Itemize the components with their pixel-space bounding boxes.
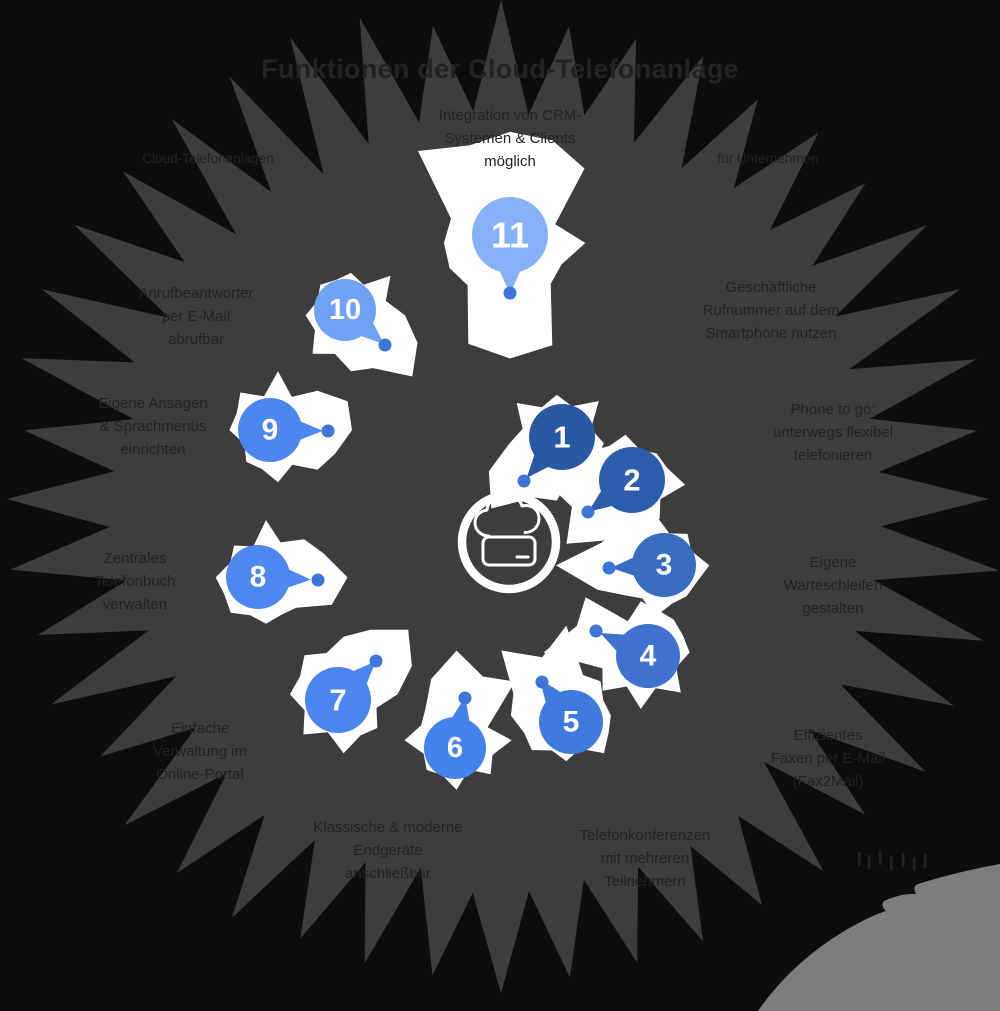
pin-label-line: unterwegs flexibel — [772, 423, 894, 441]
swirl-shape — [758, 864, 1000, 1011]
pin-dot — [458, 691, 472, 705]
pin-circle — [599, 447, 665, 513]
pin-dot — [378, 338, 392, 352]
pin-number: 6 — [447, 732, 463, 764]
pin-label-line: Geschäftliche — [725, 278, 817, 296]
pin-label-10: Anrufbeantworter per E-Mail abrufbar — [104, 282, 288, 351]
watermark-marks — [879, 851, 882, 865]
pin-label-line: (Fax2Mail) — [792, 772, 864, 790]
pin-label-line: Klassische & moderne — [313, 818, 463, 836]
pin-label-line: einrichten — [120, 440, 186, 458]
pin-label-line: Telefonkonferenzen — [579, 826, 711, 844]
pin-label-line: anschließbar — [345, 864, 431, 882]
pin-dot — [369, 654, 383, 668]
pin-circle — [238, 398, 302, 462]
pin-label-line: Eigene Ansagen — [98, 394, 208, 412]
pin-label-line: Integration von CRM- — [438, 106, 582, 124]
pin-dot — [321, 424, 335, 438]
pin-number: 2 — [623, 463, 640, 498]
pin-number: 4 — [640, 640, 657, 673]
pin-label-line: Teilnehmern — [604, 872, 686, 890]
center-hub — [457, 490, 561, 594]
watermark-marks — [913, 857, 916, 871]
pin-label-line: gestalten — [802, 599, 864, 617]
pin-label-line: telefonieren — [793, 446, 873, 464]
pin-number: 8 — [250, 561, 267, 594]
pin-number: 1 — [553, 420, 570, 455]
pin-circle — [529, 404, 595, 470]
pin-label-line: Zentrales — [103, 549, 167, 567]
pin-label-line: verwalten — [102, 595, 168, 613]
pin-label-line: Telefonbuch — [94, 572, 176, 590]
pin-circle — [539, 690, 603, 754]
pin-label-2: Phone to go: unterwegs flexibel telefonier… — [748, 398, 918, 467]
pin-circle — [632, 533, 696, 597]
pin-label-line: per E-Mail — [161, 307, 231, 325]
pin-number: 7 — [329, 683, 346, 718]
pin-circle — [226, 545, 290, 609]
pin-circle — [472, 197, 548, 273]
pin-dot — [517, 474, 531, 488]
pin-label-line: Smartphone nutzen — [705, 324, 837, 342]
watermark-marks — [890, 856, 893, 870]
pin-circle — [424, 717, 486, 779]
pin-label-line: Warteschleifen — [783, 576, 883, 594]
pin-label-line: Anrufbeantworter — [138, 284, 254, 302]
pin-dot — [589, 624, 603, 638]
pin-number: 10 — [329, 294, 361, 326]
pin-label-line: Endgeräte — [353, 841, 423, 859]
pin-circle — [314, 279, 376, 341]
pin-label-line: Phone to go: — [790, 400, 876, 418]
watermark-marks — [868, 855, 871, 869]
pin-dot — [311, 573, 325, 587]
watermark-marks — [924, 854, 927, 868]
pin-label-line: Verwaltung im — [152, 742, 248, 760]
pin-number: 11 — [491, 215, 529, 256]
pin-label-line: möglich — [484, 152, 536, 170]
pin-label-line: Einfache — [170, 719, 230, 737]
pin-label-9: Eigene Ansagen & Sprachmenüs einrichten — [75, 392, 231, 461]
pin-label-11: Integration von CRM- Systemen & Clients mö… — [375, 104, 645, 173]
pin-label-line: Systemen & Clients — [444, 129, 576, 147]
pin-dot — [602, 561, 616, 575]
cloud-server-icon — [473, 492, 541, 567]
pin-circle — [305, 667, 371, 733]
pin-dot — [503, 286, 517, 300]
pin-dot — [535, 675, 549, 689]
pin-number: 5 — [563, 706, 580, 739]
number-pins: 1 2 3 4 5 6 7 8 9 10 11 — [226, 197, 696, 779]
watermark-marks — [902, 853, 905, 867]
watermark-marks — [858, 852, 861, 866]
pin-label-line: Faxen per E-Mail — [770, 749, 886, 767]
pin-label-line: Effizientes — [793, 726, 863, 744]
pin-label-line: Eigene — [809, 553, 857, 571]
left-note: Cloud-Telefonanlagen — [142, 151, 274, 166]
right-note: für Unternehmen — [717, 151, 819, 166]
pin-label-line: Online-Portal — [156, 765, 244, 783]
pin-number: 3 — [656, 549, 673, 582]
pin-label-line: mit mehreren — [600, 849, 690, 867]
pin-dot — [581, 505, 595, 519]
pin-label-line: Rufnummer auf dem — [702, 301, 840, 319]
pin-label-line: & Sprachmenüs — [99, 417, 207, 435]
pin-circle — [616, 624, 680, 688]
swirl-decoration — [758, 851, 1000, 1011]
pin-label-line: abrufbar — [168, 330, 224, 348]
page-title: Funktionen der Cloud-Telefonanlage — [261, 54, 739, 84]
pin-number: 9 — [262, 414, 279, 447]
